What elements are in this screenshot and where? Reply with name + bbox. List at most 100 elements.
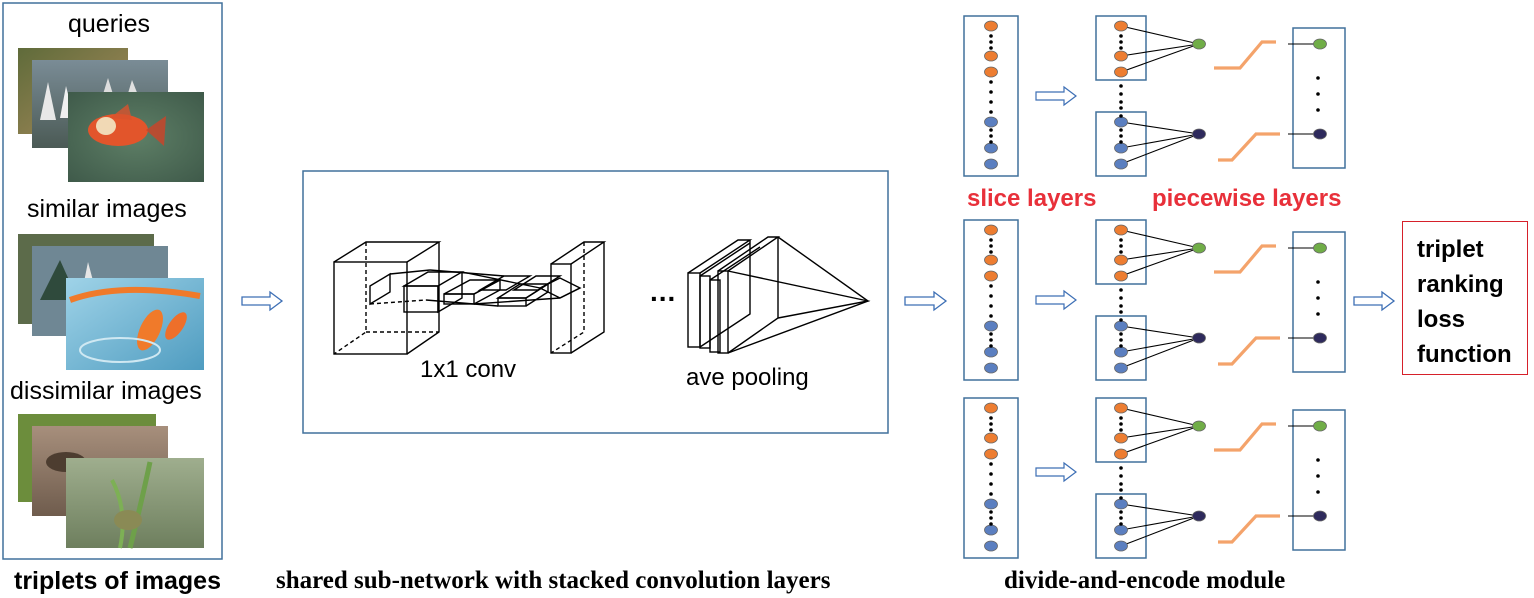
block-2-feature-node-blue (984, 362, 998, 374)
block-3-piecewise-curve-bottom (1218, 514, 1280, 544)
block-2-slice-dots (1119, 288, 1123, 292)
block-2-feature-node-orange (984, 254, 998, 266)
block-2-feature-dots (989, 304, 993, 308)
block-3-feature-node-blue (984, 540, 998, 552)
block-3-slice-edge-bottom (1120, 515, 1200, 547)
block-1-output-dots (1316, 76, 1320, 80)
block-1-slice-dots (1119, 92, 1123, 96)
block-3-feature-dots (989, 416, 993, 420)
block-2-slice-arrow (1035, 289, 1077, 311)
block-1-slice-box-top (1095, 15, 1147, 81)
block-1-slice-dots (1119, 84, 1123, 88)
input-panel-frame (2, 2, 223, 560)
block-3-feature-column (963, 397, 1019, 559)
block-3-slice-dots (1119, 496, 1123, 500)
block-1-slice-arrow (1035, 85, 1077, 107)
block-2-hash-node-green (1192, 242, 1206, 254)
block-3-slice-node-orange (1114, 448, 1128, 460)
block-2-slice-dots (1119, 304, 1123, 308)
block-3-slice-node-blue (1114, 540, 1128, 552)
block-2-slice-edge-bottom (1120, 337, 1200, 353)
block-1-slice-edge-top (1120, 43, 1200, 57)
arrow-subnetwork-to-module (904, 290, 948, 312)
block-2-feature-node-blue (984, 346, 998, 358)
block-3-feature-dots (989, 422, 993, 426)
block-1-output-dots (1316, 92, 1320, 96)
label-queries: queries (68, 10, 150, 38)
block-2-feature-dots (989, 344, 993, 348)
block-2-feature-node-orange (984, 224, 998, 236)
block-1-feature-dots (989, 90, 993, 94)
block-1-feature-dots (989, 80, 993, 84)
block-1-output-node-green (1313, 38, 1327, 50)
block-3-slice-box-top (1095, 397, 1147, 463)
block-1-slice-dots (1119, 34, 1123, 38)
block-2-feature-dots (989, 338, 993, 342)
block-3-hash-node-dark (1192, 510, 1206, 522)
block-3-slice-dots (1119, 466, 1123, 470)
label-similar-images: similar images (27, 195, 187, 223)
query-images (18, 48, 204, 182)
block-1-feature-dots (989, 128, 993, 132)
block-2-output-node-green (1313, 242, 1327, 254)
block-2-slice-dots (1119, 310, 1123, 314)
block-2-slice-node-blue (1114, 346, 1128, 358)
block-1-hash-node-dark (1192, 128, 1206, 140)
block-3-feature-dots (989, 492, 993, 496)
block-3-slice-dots (1119, 416, 1123, 420)
block-1-slice-node-blue (1114, 158, 1128, 170)
label-ave-pooling: ave pooling (686, 364, 809, 391)
block-1-output-dots (1316, 108, 1320, 112)
block-1-slice-edge-bottom (1120, 133, 1200, 149)
block-2-slice-edge-top (1120, 247, 1200, 277)
block-2-feature-dots (989, 238, 993, 242)
loss-line-4: function (1417, 341, 1512, 368)
block-2-piecewise-curve-bottom (1218, 336, 1280, 366)
caption-divide-and-encode: divide-and-encode module (1004, 567, 1286, 594)
block-3-slice-edge-top (1120, 425, 1200, 439)
block-3-slice-arrow (1035, 461, 1077, 483)
block-1-feature-dots (989, 40, 993, 44)
block-1-slice-dots (1119, 40, 1123, 44)
block-3-slice-dots (1119, 482, 1123, 486)
block-1-feature-dots (989, 110, 993, 114)
block-2-slice-dots (1119, 244, 1123, 248)
conv-stack-drawing (333, 236, 871, 355)
block-2-output-dots (1316, 296, 1320, 300)
block-3-output-node-green (1313, 420, 1327, 432)
block-2-output-node-dark (1313, 332, 1327, 344)
block-2-slice-edge-bottom (1120, 325, 1200, 339)
label-ellipsis: ... (650, 276, 677, 307)
block-2-slice-node-orange (1114, 224, 1128, 236)
block-1-slice-edge-bottom (1120, 121, 1200, 135)
subnetwork-frame (302, 170, 889, 434)
block-3-output-column (1292, 409, 1346, 551)
block-1-output-column (1292, 27, 1346, 169)
block-1-feature-dots (989, 134, 993, 138)
block-3-slice-dots (1119, 510, 1123, 514)
block-2-output-dots (1316, 312, 1320, 316)
block-3-feature-node-orange (984, 448, 998, 460)
block-1-slice-dots (1119, 106, 1123, 110)
block-1-feature-dots (989, 46, 993, 50)
block-2-slice-dots (1119, 296, 1123, 300)
block-3-slice-node-orange (1114, 402, 1128, 414)
block-2-slice-dots (1119, 318, 1123, 322)
block-3-slice-node-orange (1114, 432, 1128, 444)
loss-line-1: triplet (1417, 236, 1484, 263)
block-3-slice-dots (1119, 516, 1123, 520)
caption-shared-subnetwork: shared sub-network with stacked convolut… (276, 567, 831, 594)
block-1-piecewise-curve-bottom (1218, 132, 1280, 162)
block-1-output-node-dark (1313, 128, 1327, 140)
block-2-feature-dots (989, 294, 993, 298)
caption-triplets: triplets of images (14, 567, 221, 595)
block-2-feature-column (963, 219, 1019, 381)
block-3-output-dots (1316, 458, 1320, 462)
block-2-slice-dots (1119, 344, 1123, 348)
block-1-feature-dots (989, 100, 993, 104)
block-3-slice-node-blue (1114, 524, 1128, 536)
block-1-slice-edge-top (1120, 43, 1200, 73)
block-3-feature-node-orange (984, 432, 998, 444)
block-1-slice-dots (1119, 100, 1123, 104)
block-3-feature-dots (989, 510, 993, 514)
